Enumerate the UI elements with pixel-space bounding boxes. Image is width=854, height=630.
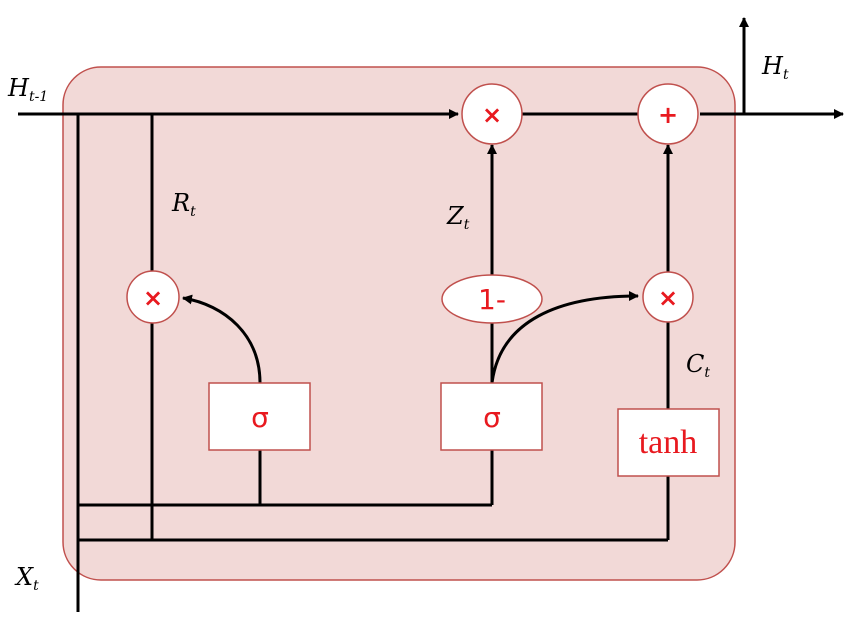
sigma2-to-mul-arc (490, 291, 639, 384)
reset-sigma-label: σ (251, 401, 269, 434)
reset-mul-circle (126, 270, 180, 324)
c-label: Ct (686, 350, 710, 381)
add-circle (637, 83, 699, 145)
gates: σ σ tanh (208, 382, 720, 477)
update-sigma-box (440, 382, 543, 451)
z-label: Zt (446, 202, 470, 233)
candidate-mul-circle (642, 271, 694, 323)
one-minus-label: 1- (478, 283, 506, 316)
sigma1-to-reset-arc (182, 294, 262, 384)
x-in-label: Xt (14, 563, 39, 594)
update-sigma-label: σ (483, 401, 501, 434)
reset-mul-icon: × (143, 284, 163, 312)
operators: × + × × 1- (126, 83, 699, 324)
hidden-mul-circle (461, 83, 523, 145)
hidden-mul-icon: × (482, 101, 502, 129)
cell-background (62, 66, 736, 581)
tanh-label: tanh (639, 424, 698, 461)
reset-sigma-box (208, 382, 311, 451)
add-icon: + (658, 101, 678, 129)
connections (18, 17, 844, 612)
variable-labels: Ht-1 Ht Xt Rt Zt Ct (7, 52, 789, 594)
candidate-mul-icon: × (658, 284, 678, 312)
r-label: Rt (171, 189, 196, 220)
h-prev-label: Ht-1 (7, 74, 48, 105)
one-minus-ellipse (441, 274, 543, 324)
tanh-box (617, 408, 720, 477)
h-out-label: Ht (761, 52, 789, 83)
